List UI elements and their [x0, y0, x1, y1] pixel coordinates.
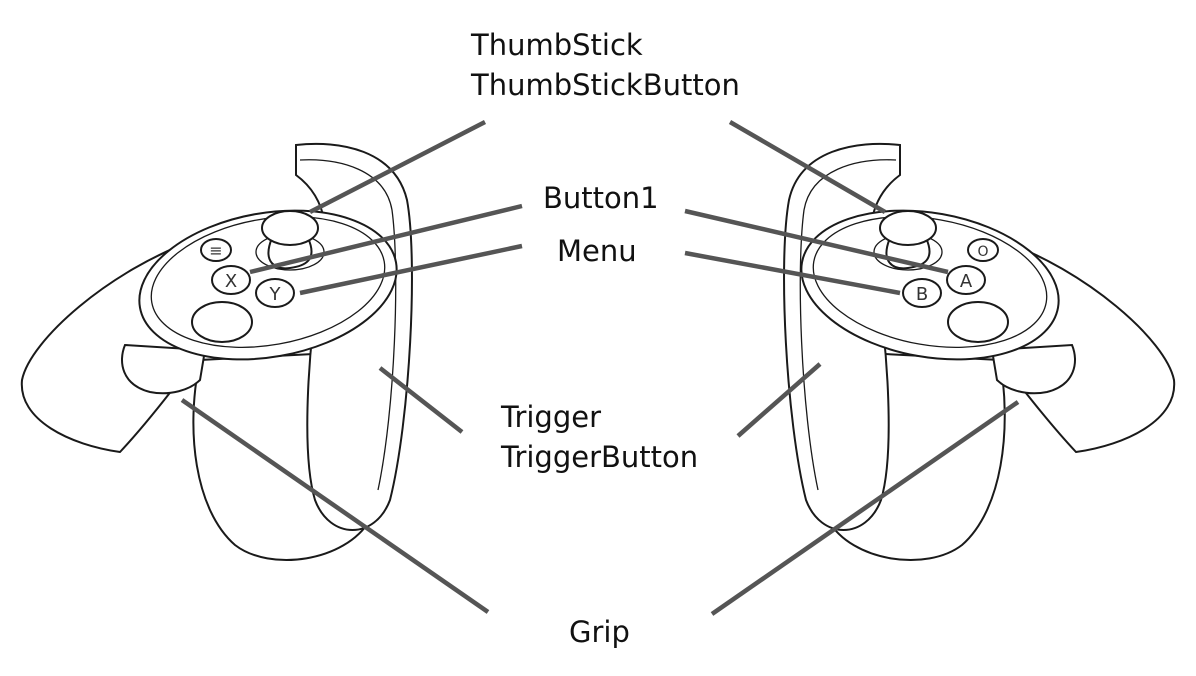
right-a-glyph: A [960, 271, 973, 292]
label-thumbstick: ThumbStick [471, 28, 643, 62]
leader-menu-right [684, 250, 901, 296]
right-oculus-button[interactable] [967, 238, 999, 262]
leader-trigger-left [378, 366, 464, 434]
leader-menu-left [299, 243, 523, 296]
leader-grip-right [710, 400, 1020, 616]
left-x-button[interactable] [211, 265, 251, 295]
label-menu: Menu [557, 234, 637, 268]
right-tracking-ring-inner [799, 159, 897, 491]
oculus-glyph-icon: O [977, 244, 988, 260]
label-trigger-button: TriggerButton [501, 440, 699, 474]
leader-thumbstick-right [728, 120, 887, 214]
menu-glyph-icon: ≡ [209, 241, 222, 260]
leader-grip-left [180, 398, 490, 614]
left-y-button[interactable] [255, 278, 295, 308]
leader-trigger-right [736, 362, 822, 438]
right-b-glyph: B [916, 284, 928, 305]
right-a-button[interactable] [946, 265, 986, 295]
left-x-glyph: X [225, 271, 237, 292]
label-button1: Button1 [543, 181, 659, 215]
leader-button1-left [249, 203, 523, 275]
right-thumb-rest [947, 301, 1009, 343]
leader-thumbstick-left [308, 119, 487, 215]
left-menu-button[interactable] [200, 238, 232, 262]
leader-lines [180, 119, 1020, 616]
leader-button1-right [684, 208, 949, 275]
right-thumbstick-cap[interactable] [879, 210, 937, 246]
left-thumbstick-cap[interactable] [261, 210, 319, 246]
label-thumbstick-button: ThumbStickButton [471, 68, 740, 102]
left-controller: ≡ X Y [20, 142, 413, 562]
right-trigger-paddle [990, 343, 1076, 395]
label-trigger: Trigger [501, 400, 602, 434]
right-b-button[interactable] [902, 278, 942, 308]
label-grip: Grip [569, 615, 630, 649]
left-tracking-ring-inner [299, 159, 397, 491]
right-controller: O A B [783, 142, 1176, 562]
left-trigger-paddle [121, 343, 207, 395]
left-thumb-rest [191, 301, 253, 343]
left-y-glyph: Y [269, 284, 282, 305]
